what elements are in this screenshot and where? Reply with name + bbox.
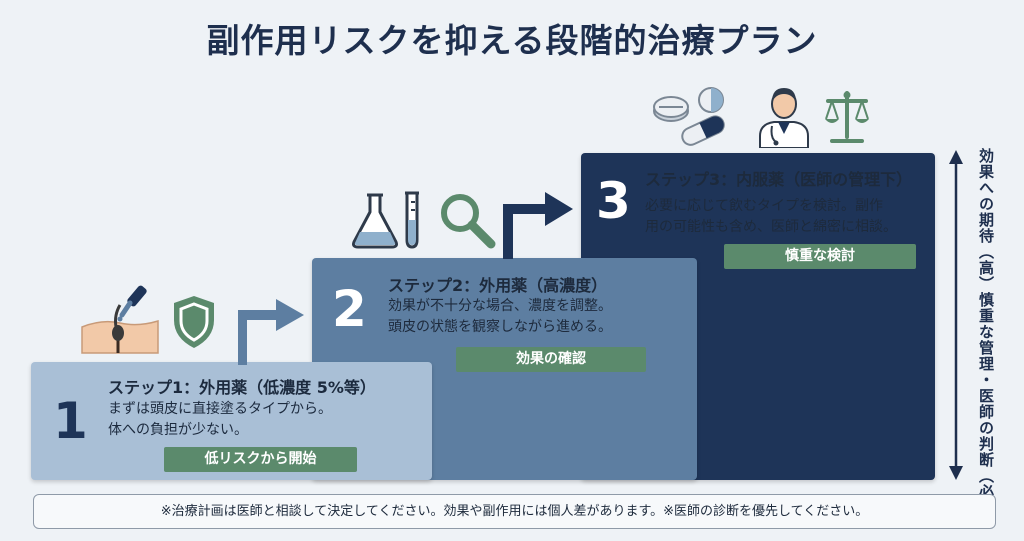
step-3-desc-line-2: 用の可能性も含め、医師と綿密に相談。 [645,219,897,235]
step-3-title: ステップ3：内服薬（医師の管理下） [645,170,913,189]
side-label-management: 慎重な管理・医師の判断（必須） [977,292,995,532]
step-2-desc-line-1: 効果が不十分な場合、濃度を調整。 [388,298,612,314]
step-2-number: 2 [332,280,367,338]
side-label-expectation: 効果への期待（高） [977,148,995,292]
step-1-title: ステップ1：外用薬（低濃度 5%等） [108,378,376,397]
step-3-description: 必要に応じて飲むタイプを検討。副作 用の可能性も含め、医師と綿密に相談。 [645,196,897,238]
step-1-badge: 低リスクから開始 [164,447,357,472]
footnote: ※治療計画は医師と相談して決定してください。効果や副作用には個人差があります。※… [33,494,996,529]
vertical-axis-arrow [949,150,963,480]
doctor-icon [759,88,809,148]
step-2-desc-line-2: 頭皮の状態を観察しながら進める。 [388,319,612,335]
pills-icon [653,87,725,146]
step-1-desc-line-1: まずは頭皮に直接塗るタイプから。 [108,401,332,417]
page-title: 副作用リスクを抑える段階的治療プラン [206,21,818,60]
step-3-desc-line-1: 必要に応じて飲むタイプを検討。副作 [645,198,883,214]
step-1-description: まずは頭皮に直接塗るタイプから。 体への負担が少ない。 [108,399,332,441]
step-arrow-2-to-3 [503,192,573,259]
step-1-desc-line-2: 体への負担が少ない。 [108,422,248,438]
magnifier-icon [441,194,496,249]
step-arrow-1-to-2 [238,299,304,365]
flask-icon [352,193,398,249]
step-2-description: 効果が不十分な場合、濃度を調整。 頭皮の状態を観察しながら進める。 [388,296,612,338]
test-tube-icon [405,191,419,249]
step-2-title: ステップ2：外用薬（高濃度） [388,276,608,295]
shield-icon [174,296,214,348]
skin-dropper-icon [81,285,159,354]
scales-icon [825,91,869,143]
step-1-number: 1 [53,392,88,450]
step-3-number: 3 [596,172,631,230]
step-2-badge: 効果の確認 [456,347,646,372]
step-3-badge: 慎重な検討 [724,244,916,269]
